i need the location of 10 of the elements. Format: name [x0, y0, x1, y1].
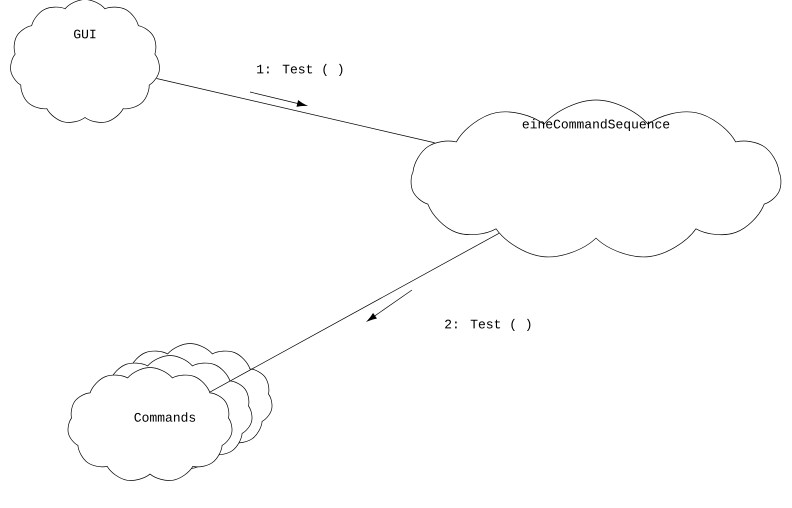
edge-label: 2: Test ( ) — [445, 318, 530, 332]
object-cloud — [10, 0, 160, 123]
object-name: Commands — [134, 412, 196, 422]
object-name: GUI — [74, 30, 96, 38]
object-name: eineCommandSequence — [522, 118, 670, 132]
link-line — [210, 232, 500, 392]
object-cloud-stack — [68, 343, 272, 481]
link-line — [156, 78, 435, 144]
edge-label: 1: Test ( ) — [257, 64, 342, 76]
object-cloud — [410, 100, 782, 258]
